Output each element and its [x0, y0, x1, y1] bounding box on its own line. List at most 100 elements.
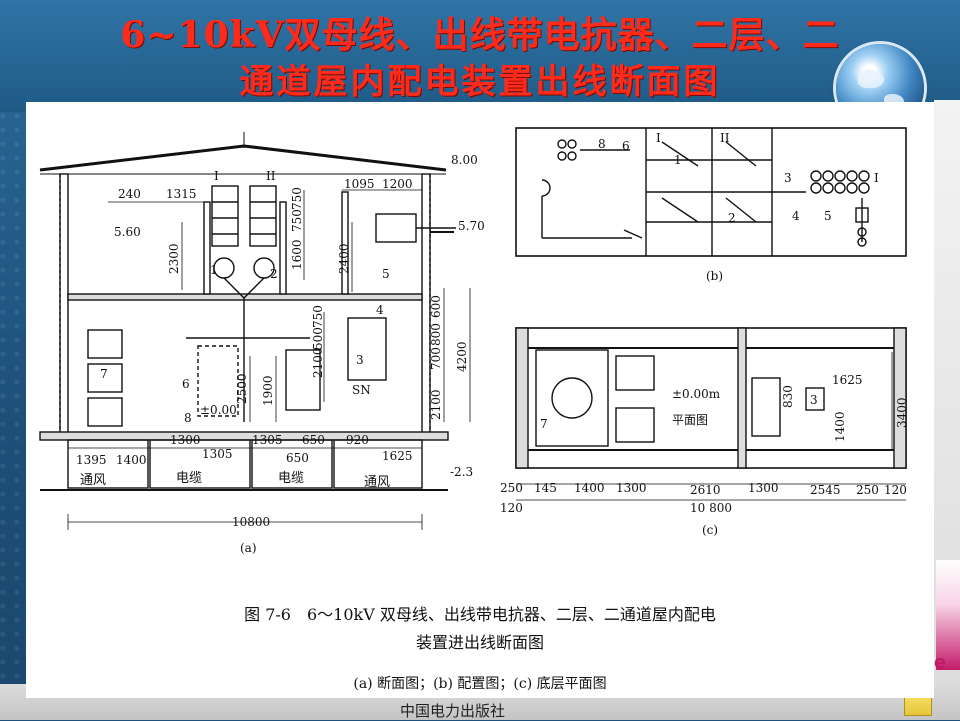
label-4: 4: [376, 303, 384, 317]
vent-trench-left: [67, 439, 149, 489]
config-ct-8: [557, 139, 577, 161]
c-dim-120: 120: [884, 483, 907, 497]
footer-publisher: 中国电力出版社: [400, 702, 506, 720]
c-dim-2610: 2610: [690, 483, 721, 497]
plan-reactor: [551, 377, 593, 419]
dim-2400: 2400: [337, 243, 351, 274]
c-dim-1400: 1400: [574, 481, 605, 495]
ground-floor-slab: [39, 431, 449, 441]
dim-700: 700: [429, 347, 443, 370]
c-dim-120-left: 120: [500, 501, 523, 515]
dim-600: 600: [429, 295, 443, 318]
title-band: [0, 0, 960, 112]
b-label-6: 6: [622, 139, 630, 153]
label-2: 2: [270, 267, 278, 281]
dim-1200: 1200: [382, 177, 413, 191]
dim-total-a: 10800: [232, 515, 270, 529]
dim-750b: 750: [290, 187, 304, 210]
plan-breaker-3: [805, 387, 825, 411]
dim-750c: 750: [311, 305, 325, 328]
dim-b2-1305: 1305: [202, 447, 233, 461]
elev-570: 5.70: [458, 219, 485, 233]
b-label-I: I: [656, 131, 661, 145]
c-dim-2545: 2545: [810, 483, 841, 497]
dim-800: 800: [429, 323, 443, 346]
dim-2300: 2300: [167, 243, 181, 274]
config-ct-4-5: [810, 170, 870, 194]
brand-mark: e: [934, 560, 960, 673]
label-7: 7: [100, 367, 108, 381]
figure-caption-line2: 装置进出线断面图: [416, 633, 544, 652]
c-dim-830: 830: [781, 385, 795, 408]
c-label-3: 3: [810, 393, 818, 407]
b-label-1: 1: [674, 153, 682, 167]
dim-1900: 1900: [261, 375, 275, 406]
plan-breaker-cell: [751, 377, 781, 437]
dim-b1-1305: 1305: [252, 433, 283, 447]
dim-b2-1625: 1625: [382, 449, 413, 463]
vent-trench-right: [333, 439, 423, 489]
label-5: 5: [382, 267, 390, 281]
c-dim-1400: 1400: [833, 411, 847, 442]
plan-cell-upper: [615, 355, 655, 391]
dim-500: 500: [311, 327, 325, 350]
c-dim-250a: 250: [500, 481, 523, 495]
busbar-insulators-upper: [211, 185, 277, 247]
label-1: 1: [210, 263, 218, 277]
figure-svg: 8.00 5.70 5.60 ±0.00 -2.3 240 1315 1095 …: [39, 127, 909, 692]
label-vent-right: 通风: [364, 475, 390, 490]
elev-560: 5.60: [114, 225, 141, 239]
c-label-7: 7: [540, 417, 548, 431]
c-dim-1625: 1625: [832, 373, 863, 387]
panel-c-label: (c): [702, 523, 718, 537]
figure-caption-main: 图 7-6 6～10kV 双母线、出线带电抗器、二层、二通道屋内配电: [244, 605, 716, 624]
slide-title-line2: 通道屋内配电装置出线断面图: [239, 62, 721, 102]
dim-240: 240: [118, 187, 141, 201]
panel-a-label: (a): [240, 541, 257, 555]
brand-mark-text: e: [934, 652, 947, 673]
dim-2500: 2500: [235, 373, 249, 404]
ct-5: [375, 213, 417, 243]
dim-1600: 1600: [290, 239, 304, 270]
label-sn: SN: [352, 383, 371, 397]
config-diagram-frame: [515, 127, 907, 257]
c-plan-label: 平面图: [672, 413, 708, 427]
b-label-8: 8: [598, 137, 606, 151]
elev-neg23: -2.3: [450, 465, 473, 479]
dim-750a: 750: [290, 209, 304, 232]
dim-b1-1300: 1300: [170, 433, 201, 447]
b-label-4: 4: [792, 209, 800, 223]
plan-reactor-room: [535, 349, 609, 447]
elev-800: 8.00: [451, 153, 478, 167]
slide-title-line1: 6~10kV双母线、出线带电抗器、二层、二: [120, 14, 840, 56]
label-6: 6: [182, 377, 190, 391]
label-cable-1: 电缆: [176, 470, 202, 486]
b-label-II: II: [720, 131, 730, 145]
label-8: 8: [184, 411, 192, 425]
c-dim-1300a: 1300: [616, 481, 647, 495]
dim-b1-920: 920: [346, 433, 369, 447]
label-bus-II: II: [266, 169, 276, 183]
cable-trench-2: [251, 439, 333, 489]
left-wall: [59, 173, 69, 435]
reactor-stack: [87, 329, 123, 427]
panel-b-label: (b): [706, 269, 723, 283]
figure-caption-sub: (a) 断面图；(b) 配置图；(c) 底层平面图: [353, 676, 606, 692]
b-label-2: 2: [728, 211, 736, 225]
dim-2100m: 2100: [311, 347, 325, 378]
dim-b2-650: 650: [286, 451, 309, 465]
dim-b2-1395: 1395: [76, 453, 107, 467]
c-dim-250b: 250: [856, 483, 879, 497]
dim-1095: 1095: [344, 177, 375, 191]
switchgear-cabinet: [285, 349, 321, 411]
dim-2100r: 2100: [429, 389, 443, 420]
b-label-3: 3: [784, 171, 792, 185]
label-cable-2: 电缆: [278, 470, 304, 486]
elev-000: ±0.00: [200, 403, 237, 417]
label-bus-I: I: [214, 169, 219, 183]
breaker-sn: [347, 317, 387, 381]
b-label-5: 5: [824, 209, 832, 223]
dim-4200: 4200: [455, 341, 469, 372]
label-3: 3: [356, 353, 364, 367]
figure-panel: 8.00 5.70 5.60 ±0.00 -2.3 240 1315 1095 …: [26, 102, 934, 698]
